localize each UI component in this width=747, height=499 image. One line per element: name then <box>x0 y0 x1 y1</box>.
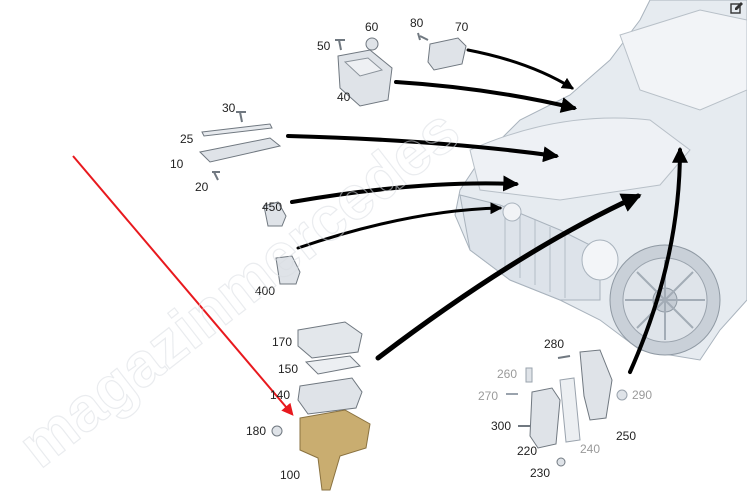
callout-270: 270 <box>478 389 498 403</box>
part-140-fuse-box[interactable] <box>297 377 363 415</box>
callout-450: 450 <box>262 200 282 214</box>
callout-60: 60 <box>365 20 379 34</box>
arrow-250 <box>628 146 688 374</box>
part-30-bolt[interactable] <box>236 111 246 123</box>
callout-100: 100 <box>280 468 300 482</box>
part-80-screw[interactable] <box>417 32 429 41</box>
part-70-box[interactable] <box>427 37 467 71</box>
part-170-cover[interactable] <box>297 321 363 359</box>
callout-170: 170 <box>272 335 292 349</box>
part-100-bracket[interactable] <box>299 409 371 491</box>
arrow-450 <box>290 175 520 204</box>
callout-50: 50 <box>317 39 331 53</box>
highlight-pointer-arrow <box>72 155 294 416</box>
callout-140: 140 <box>270 388 290 402</box>
part-250-bracket[interactable] <box>579 349 613 421</box>
callout-10: 10 <box>170 157 184 171</box>
part-20-bolt[interactable] <box>212 171 220 181</box>
part-220-module[interactable] <box>529 387 561 449</box>
callout-250: 250 <box>616 429 636 443</box>
part-50-bolt[interactable] <box>335 39 345 51</box>
callout-80: 80 <box>410 16 424 30</box>
arrow-70 <box>466 48 575 90</box>
part-10-25-bar[interactable] <box>198 123 282 163</box>
vehicle-illustration <box>454 0 747 361</box>
callout-70: 70 <box>455 20 469 34</box>
callout-labels: 10 20 25 30 40 50 60 70 80 450 400 170 1… <box>170 16 652 482</box>
arrow-10 <box>286 134 560 163</box>
part-400-connector[interactable] <box>275 255 301 285</box>
callout-240: 240 <box>580 442 600 456</box>
callout-25: 25 <box>180 132 194 146</box>
callout-300: 300 <box>491 419 511 433</box>
callout-150: 150 <box>278 362 298 376</box>
arrow-400 <box>296 202 503 250</box>
part-290-cap[interactable] <box>616 389 628 401</box>
part-230-nut[interactable] <box>556 457 566 467</box>
callout-290: 290 <box>632 388 652 402</box>
part-150-frame[interactable] <box>304 355 362 375</box>
callout-260: 260 <box>497 367 517 381</box>
callout-40: 40 <box>337 90 351 104</box>
arrow-170 <box>375 193 642 361</box>
callout-220: 220 <box>517 444 537 458</box>
callout-230: 230 <box>530 466 550 480</box>
callout-30: 30 <box>222 101 236 115</box>
assembly-arrows <box>286 48 688 374</box>
part-60-cap[interactable] <box>365 37 379 51</box>
pencil-square-icon <box>730 2 743 14</box>
callout-400: 400 <box>255 284 275 298</box>
callout-180: 180 <box>246 424 266 438</box>
part-260-clip[interactable] <box>525 367 533 383</box>
part-240-plate[interactable] <box>559 377 581 443</box>
part-40-module[interactable] <box>337 49 393 107</box>
part-450-connector[interactable] <box>263 201 287 227</box>
part-180-grommet[interactable] <box>271 425 283 437</box>
part-280-bolt[interactable] <box>557 355 571 359</box>
edit-icon[interactable] <box>729 0 745 16</box>
callout-280: 280 <box>544 337 564 351</box>
callout-20: 20 <box>195 180 209 194</box>
arrow-40 <box>394 80 578 113</box>
